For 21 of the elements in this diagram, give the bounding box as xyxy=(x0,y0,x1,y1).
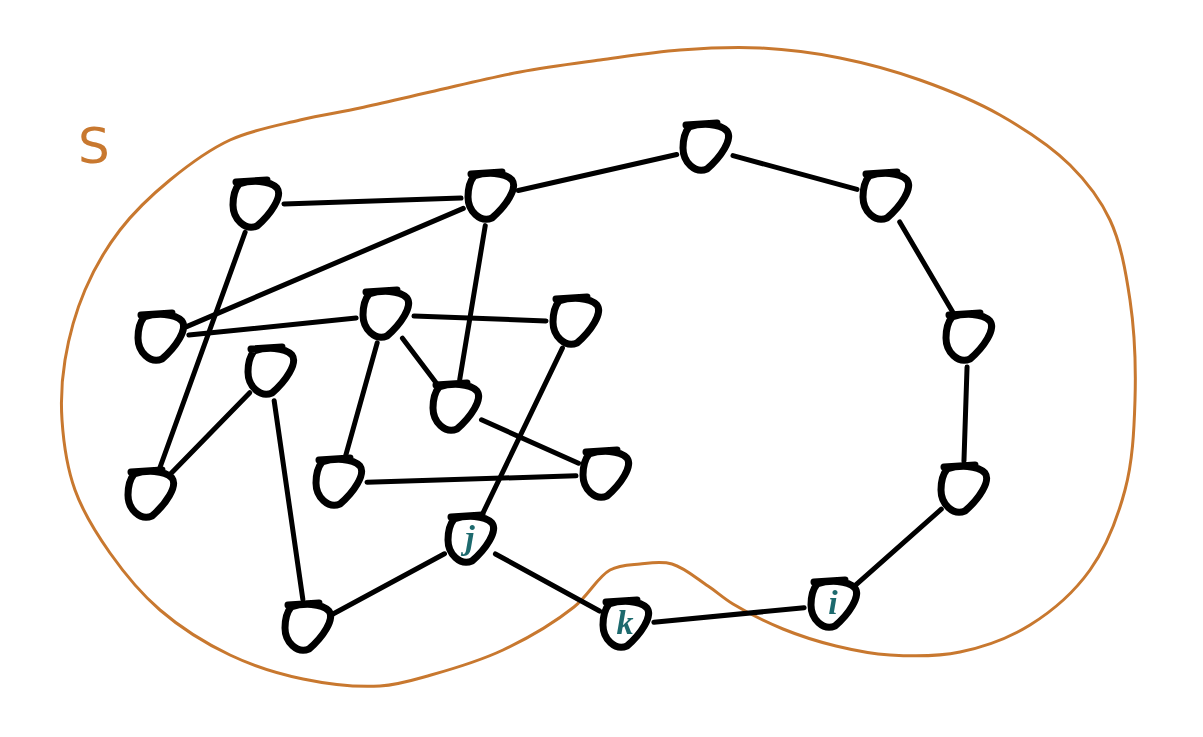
graph-edge xyxy=(330,551,447,617)
graph-edge xyxy=(651,605,807,625)
graph-edge xyxy=(457,223,488,382)
graph-edge xyxy=(479,417,581,466)
graph-edge xyxy=(343,340,380,458)
graph-edge xyxy=(184,205,466,330)
graph-edge xyxy=(515,151,680,194)
graph-edge xyxy=(492,551,603,614)
graph-edge xyxy=(186,315,359,338)
graph-edge xyxy=(411,313,549,324)
graph-edge xyxy=(961,364,970,464)
graph-edge xyxy=(271,398,306,602)
vertex-label: k xyxy=(616,605,634,641)
set-label: S xyxy=(78,118,110,174)
graph-edge xyxy=(364,473,579,485)
graph-edge xyxy=(167,390,253,477)
vertex-label: i xyxy=(828,585,838,621)
graph-edge xyxy=(480,345,565,517)
graph-edge xyxy=(281,195,464,207)
graph-edge xyxy=(730,153,860,192)
graph-edge xyxy=(852,506,944,589)
